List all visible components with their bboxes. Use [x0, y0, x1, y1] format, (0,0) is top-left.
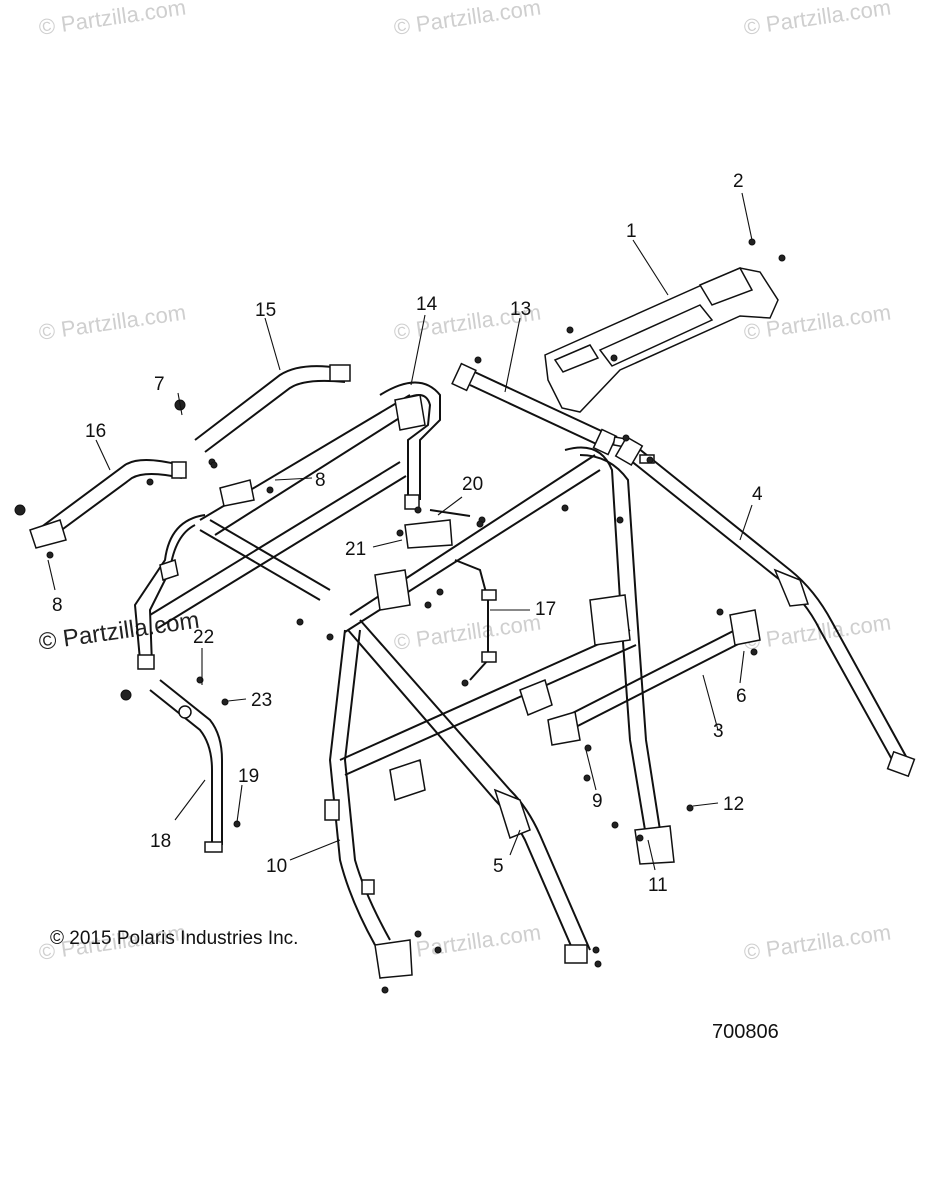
callout-labels: 1 2 3 4 5 6 7 8 8 9 10 11 12 13 14 15 16…: [52, 171, 763, 896]
leader-lines: [47, 192, 753, 871]
callout-9: 9: [592, 791, 603, 812]
watermark-text: © Partzilla.com: [392, 610, 542, 655]
part-center-cage-10: [324, 446, 675, 979]
part-front-lower-cross-tube: [149, 461, 407, 629]
callout-2: 2: [733, 171, 744, 192]
callout-19: 19: [238, 766, 259, 787]
callout-17: 17: [535, 599, 556, 620]
part-rear-panel: [544, 238, 786, 413]
watermark-text: © Partzilla.com: [392, 0, 542, 40]
callout-8-lower: 8: [52, 595, 63, 616]
part-handle-16: [14, 399, 187, 559]
part-diagonal-tube-5: [347, 619, 602, 968]
callout-8-upper: 8: [315, 470, 326, 491]
callout-6: 6: [736, 686, 747, 707]
callout-10: 10: [266, 856, 287, 877]
callout-16: 16: [85, 421, 106, 442]
callout-23: 23: [251, 690, 272, 711]
part-handle-15: [194, 364, 351, 466]
callout-5: 5: [493, 856, 504, 877]
callout-1: 1: [626, 221, 637, 242]
part-bracket-17: [454, 559, 497, 681]
watermark-text: © Partzilla.com: [37, 300, 187, 345]
callout-22: 22: [193, 627, 214, 648]
watermark-text: © Partzilla.com: [742, 0, 892, 40]
callout-13: 13: [510, 299, 531, 320]
callout-12: 12: [723, 794, 744, 815]
drawing-number: 700806: [712, 1021, 779, 1043]
part-bracket-18: [120, 676, 241, 853]
fasteners: [210, 356, 694, 994]
watermark-text: © Partzilla.com: [742, 610, 892, 655]
part-rear-brace-3: [547, 608, 761, 752]
watermark-text: © Partzilla.com: [37, 0, 187, 40]
part-rear-tube-4: [614, 435, 916, 778]
watermark-text: © Partzilla.com: [742, 920, 892, 965]
callout-15: 15: [255, 300, 276, 321]
callout-11: 11: [648, 875, 668, 896]
callout-3: 3: [713, 721, 724, 742]
watermark-text: © Partzilla.com: [392, 920, 542, 965]
callout-18: 18: [150, 831, 171, 852]
part-clamp-20-21: [404, 509, 486, 549]
copyright-text: © 2015 Polaris Industries Inc.: [50, 928, 298, 949]
callout-20: 20: [462, 474, 483, 495]
callout-7: 7: [154, 374, 165, 395]
part-rear-cross-tube-13: [451, 362, 630, 456]
callout-14: 14: [416, 294, 438, 315]
callout-4: 4: [752, 484, 763, 505]
part-front-hoop-14: [133, 381, 441, 670]
callout-21: 21: [345, 539, 366, 560]
